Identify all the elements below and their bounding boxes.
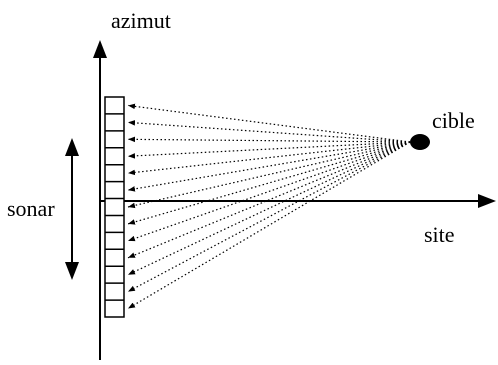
echo-ray xyxy=(127,120,411,143)
echo-ray xyxy=(127,103,411,143)
site-label: site xyxy=(424,222,455,247)
sonar-array-frame xyxy=(104,96,125,318)
cible-label: cible xyxy=(432,108,475,133)
echo-ray xyxy=(127,141,411,293)
echo-ray xyxy=(127,141,411,176)
echo-rays xyxy=(127,103,411,310)
echo-ray xyxy=(127,141,411,159)
site-axis-arrowhead xyxy=(478,194,496,208)
extent-double-arrow xyxy=(65,138,79,280)
sonar-label: sonar xyxy=(7,196,55,221)
echo-ray xyxy=(127,141,411,276)
azimut-axis-arrowhead xyxy=(93,40,107,58)
echo-ray xyxy=(127,136,411,143)
azimut-label: azimut xyxy=(111,8,171,33)
target-dot xyxy=(410,134,430,150)
echo-ray xyxy=(127,141,411,310)
echo-ray xyxy=(127,141,411,242)
echo-ray xyxy=(127,141,411,225)
echo-ray xyxy=(127,141,411,259)
echo-ray xyxy=(127,141,411,209)
sonar-array xyxy=(104,96,125,318)
